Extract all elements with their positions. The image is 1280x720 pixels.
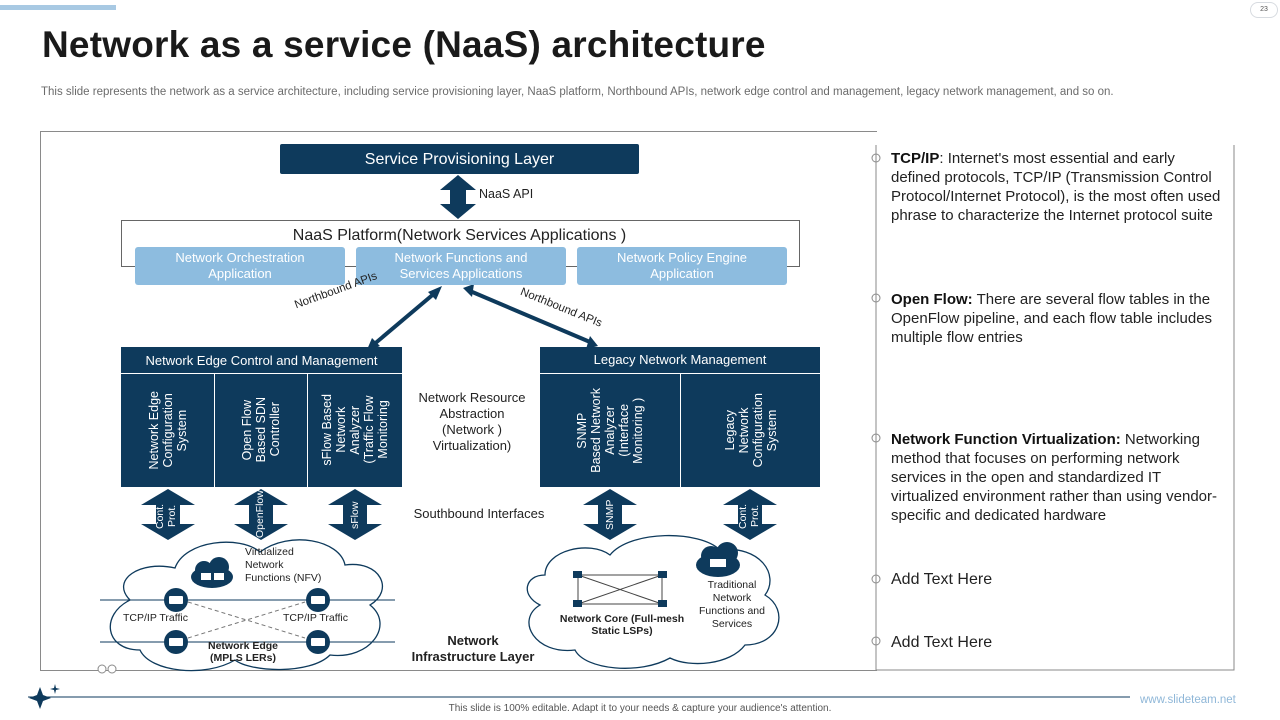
southbound-text-1: Cont. Prot. xyxy=(154,503,178,529)
nfv-cloud-icon xyxy=(191,557,233,588)
bullet-term: TCP/IP xyxy=(891,150,940,167)
edge-cloud-label: Network Edge (MPLS LERs) xyxy=(207,640,278,664)
core-node-icon xyxy=(573,571,667,607)
northbound-left-arrow xyxy=(370,290,438,348)
traditional-cloud-icon xyxy=(696,542,740,577)
bullet-openflow: Open Flow: There are several flow tables… xyxy=(891,290,1225,347)
edge-col-sdn: Open Flow Based SDN Controller xyxy=(240,397,282,463)
frame-dot-icon xyxy=(97,153,881,674)
app-box-orchestration: Network Orchestration Application xyxy=(135,247,345,285)
slide-title: Network as a service (NaaS) architecture xyxy=(42,24,766,65)
abstraction-label: Network Resource Abstraction (Network ) … xyxy=(418,390,526,453)
app-box-functions: Network Functions and Services Applicati… xyxy=(356,247,566,285)
footer-note: This slide is 100% editable. Adapt it to… xyxy=(448,703,832,714)
southbound-arrow-5 xyxy=(723,489,777,540)
app-box-policy: Network Policy Engine Application xyxy=(577,247,787,285)
top-accent-bar xyxy=(0,5,116,10)
bullet-term: Network Function Virtualization: xyxy=(891,431,1121,448)
southbound-arrow-3 xyxy=(328,489,382,540)
page-number: 23 xyxy=(1250,2,1278,18)
edge-col-sflow: sFlow Based Network Analyzer (Traffic Fl… xyxy=(320,394,390,466)
southbound-text-4: SNMP xyxy=(604,499,616,531)
traditional-label: Traditional Network Functions and Servic… xyxy=(699,579,765,630)
naas-api-label: NaaS API xyxy=(479,187,534,201)
legacy-management-panel: Legacy Network Management SNMP Based Net… xyxy=(540,347,820,487)
bullet-body: There are several flow tables in the Ope… xyxy=(891,291,1213,346)
southbound-text-2: OpenFlow xyxy=(254,490,266,538)
diagram-frame xyxy=(40,131,877,671)
southbound-text-5: Cont. Prot. xyxy=(737,503,761,529)
footer-url[interactable]: www.slideteam.net xyxy=(1140,694,1236,706)
nfv-label: Virtualized Network Functions (NFV) xyxy=(245,546,322,584)
northbound-right-arrow xyxy=(469,289,591,344)
legacy-col-snmp: SNMP Based Network Analyzer (Interface M… xyxy=(575,387,645,473)
tcp-traffic-right: TCP/IP Traffic xyxy=(283,612,348,624)
edge-col-config: Network Edge Configuration System xyxy=(146,390,189,470)
edge-control-panel: Network Edge Control and Management Netw… xyxy=(121,347,402,487)
southbound-arrow-2 xyxy=(234,489,288,540)
edge-control-title: Network Edge Control and Management xyxy=(145,353,378,368)
southbound-arrow-1 xyxy=(141,489,195,540)
bullet-placeholder-1[interactable]: Add Text Here xyxy=(891,570,1225,589)
southbound-text-3: sFlow xyxy=(349,501,361,529)
bullet-placeholder-2[interactable]: Add Text Here xyxy=(891,633,1225,652)
bullet-body[interactable]: Add Text Here xyxy=(891,571,993,588)
infrastructure-layer-label: Network Infrastructure Layer xyxy=(411,633,535,664)
legacy-title: Legacy Network Management xyxy=(593,352,767,367)
southbound-label: Southbound Interfaces xyxy=(413,506,545,521)
bullet-body: Internet's most essential and early defi… xyxy=(891,150,1221,224)
southbound-arrow-4 xyxy=(583,489,637,540)
slide-subtitle: This slide represents the network as a s… xyxy=(41,86,1114,98)
bullet-term: Open Flow: xyxy=(891,291,973,308)
core-cloud-label: Network Core (Full-mesh Static LSPs) xyxy=(559,613,685,637)
legacy-col-config: Legacy Network Configuration System xyxy=(722,392,779,468)
bullet-body[interactable]: Add Text Here xyxy=(891,634,993,651)
bullet-body: Networking method that focuses on perfor… xyxy=(891,431,1218,524)
naas-platform-title: NaaS Platform(Network Services Applicati… xyxy=(292,227,627,244)
sparkle-icon xyxy=(29,684,60,709)
service-provisioning-layer: Service Provisioning Layer xyxy=(280,144,639,174)
naas-api-arrow xyxy=(440,175,476,219)
bullet-tcpip: TCP/IP: Internet's most essential and ea… xyxy=(891,150,1221,224)
tcp-traffic-left: TCP/IP Traffic xyxy=(123,612,188,624)
bullet-nfv: Network Function Virtualization: Network… xyxy=(891,430,1225,525)
